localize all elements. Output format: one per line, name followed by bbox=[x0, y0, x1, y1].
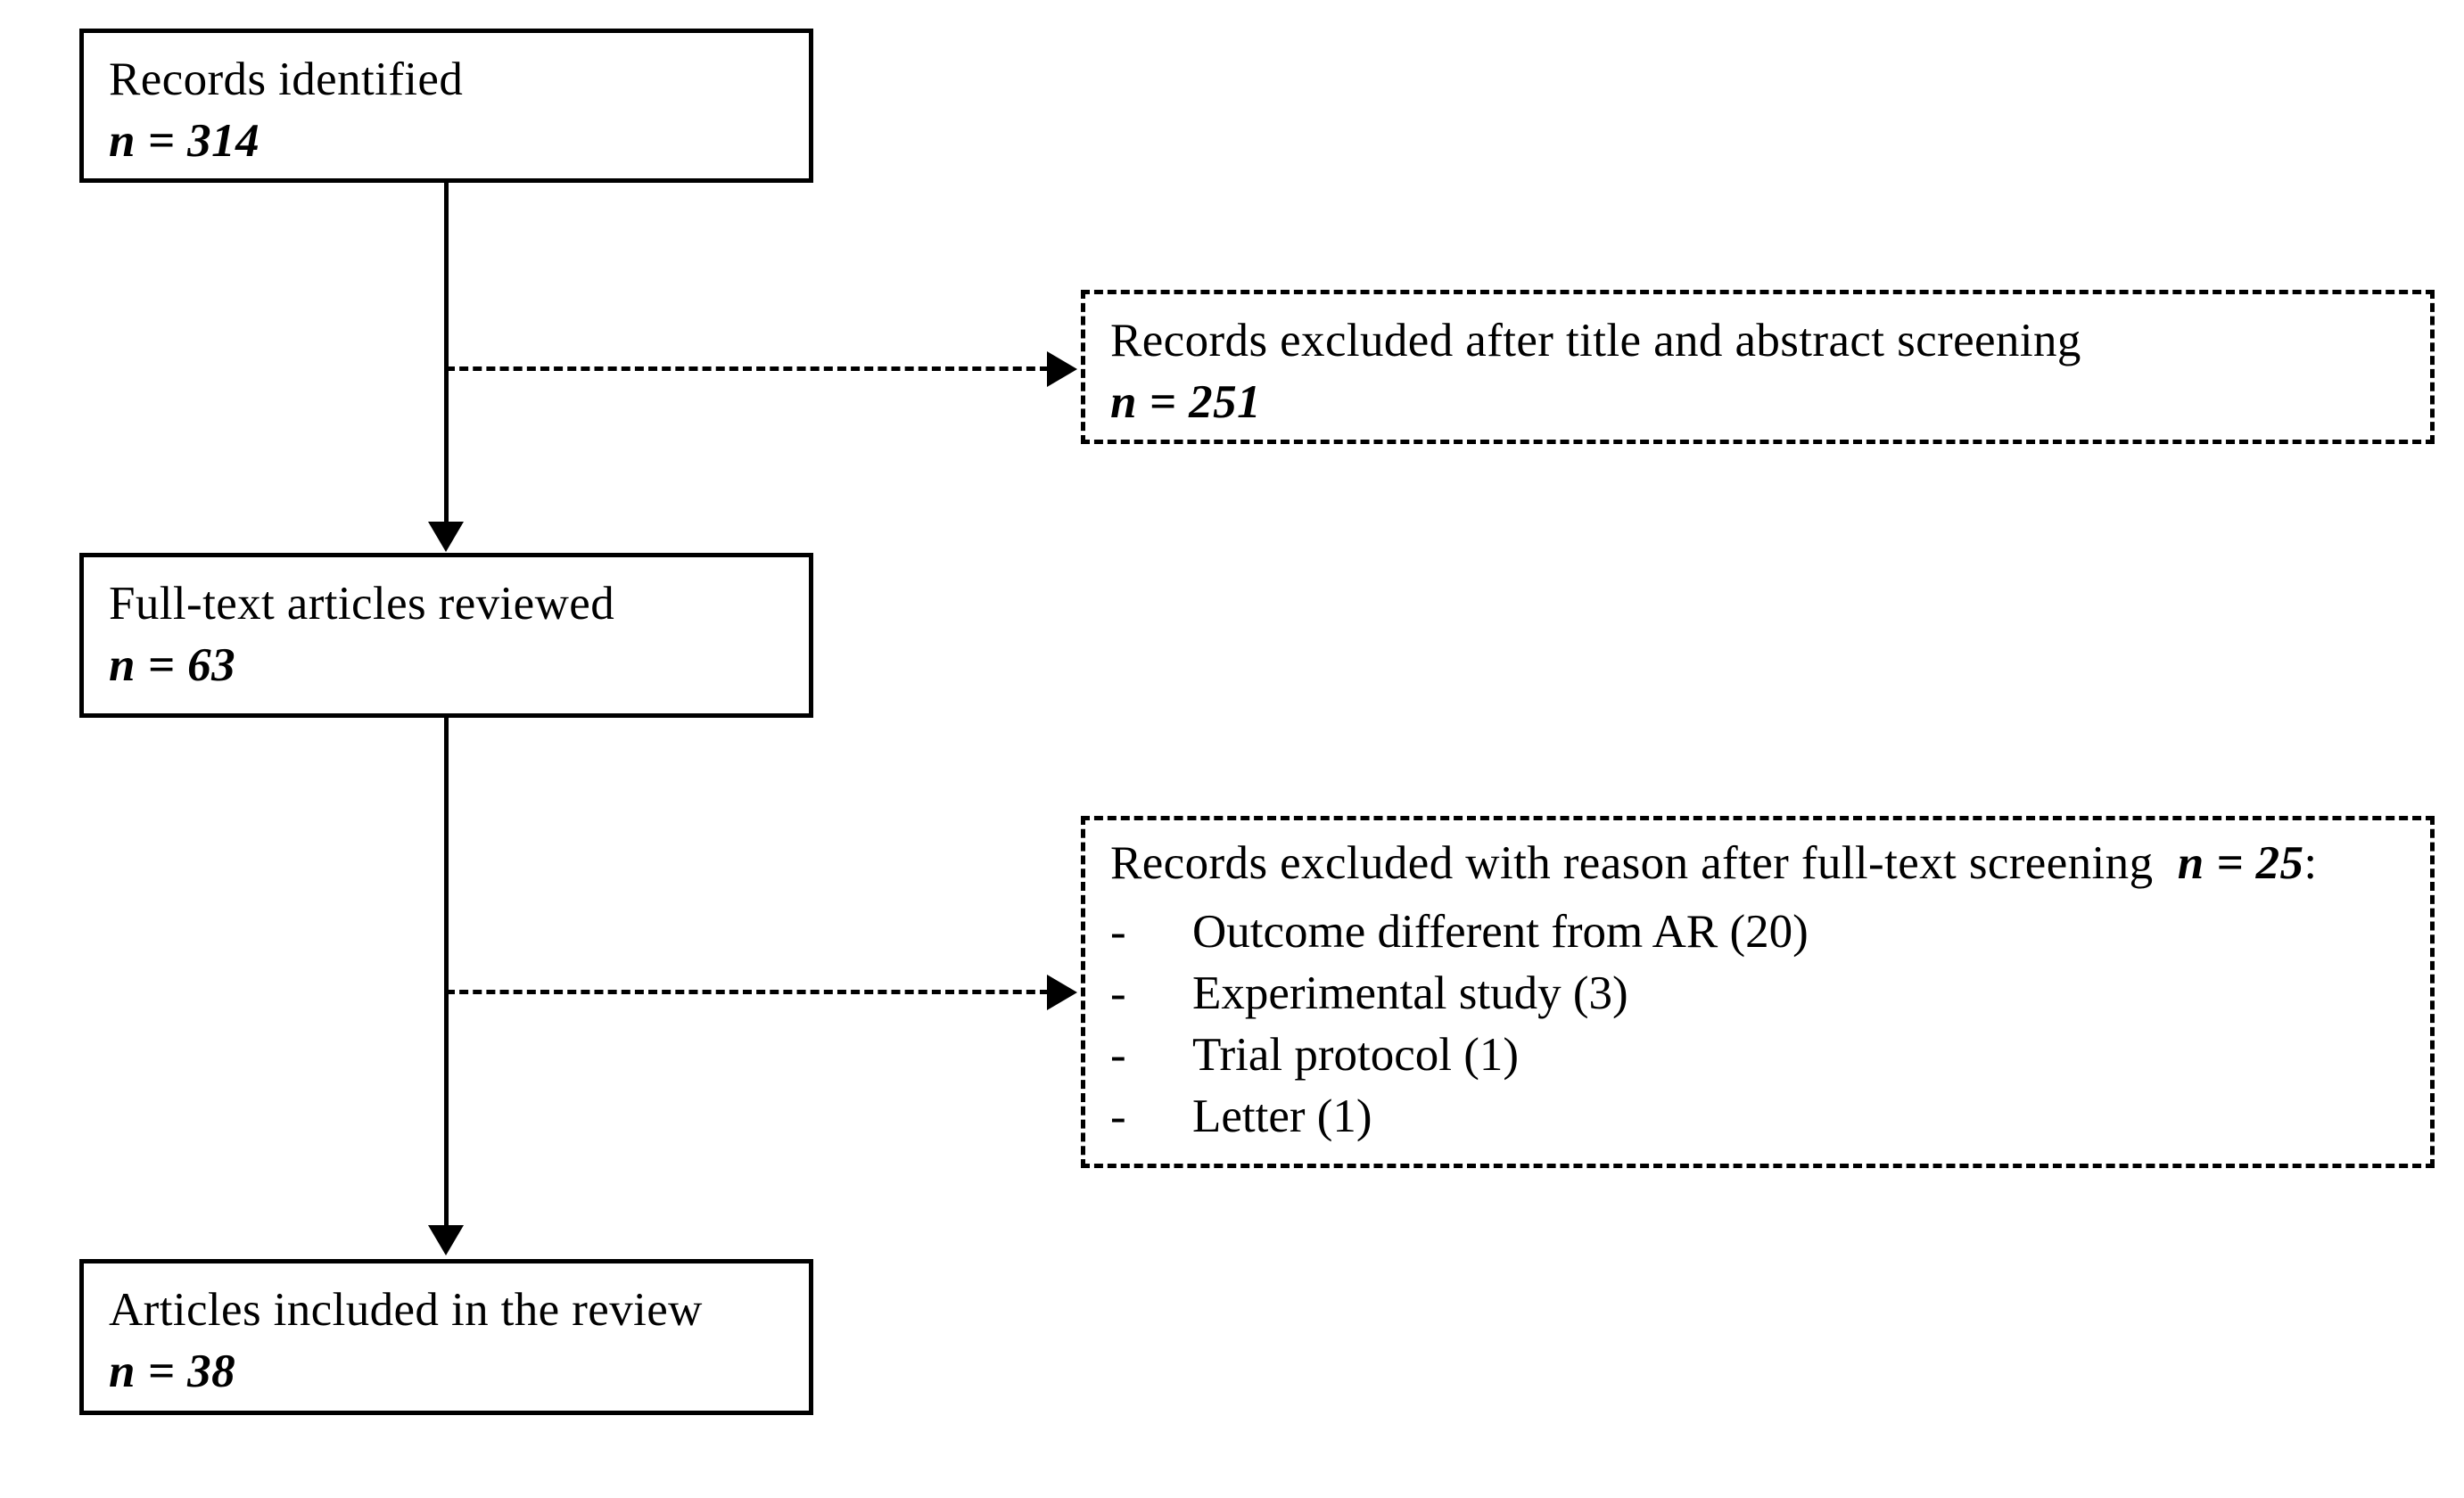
bullet-dash-icon: - bbox=[1110, 1090, 1126, 1142]
node-records-excluded-fulltext: Records excluded with reason after full-… bbox=[1081, 816, 2435, 1168]
connector-identified-to-fulltext bbox=[444, 183, 449, 523]
arrowhead-right-to-excluded-title-abstract bbox=[1047, 351, 1077, 387]
exclusion-reason-text: Experimental study (3) bbox=[1192, 967, 1628, 1019]
bullet-dash-icon: - bbox=[1110, 967, 1126, 1019]
records-excluded-fulltext-header: Records excluded with reason after full-… bbox=[1110, 833, 2418, 894]
records-identified-count: n = 314 bbox=[109, 114, 260, 167]
arrowhead-down-to-fulltext bbox=[428, 522, 464, 552]
bullet-dash-icon: - bbox=[1110, 1028, 1126, 1081]
records-identified-label: Records identified bbox=[109, 54, 464, 105]
records-excluded-title-abstract-count: n = 251 bbox=[1110, 375, 1262, 428]
articles-included-label: Articles included in the review bbox=[109, 1284, 703, 1336]
exclusion-reason-text: Trial protocol (1) bbox=[1192, 1028, 1520, 1081]
node-articles-included: Articles included in the review n = 38 bbox=[79, 1259, 813, 1415]
node-fulltext-articles-reviewed: Full-text articles reviewed n = 63 bbox=[79, 553, 813, 718]
exclusion-reason-text: Letter (1) bbox=[1192, 1090, 1372, 1142]
list-item: - Trial protocol (1) bbox=[1110, 1025, 2418, 1086]
arrowhead-right-to-excluded-fulltext bbox=[1047, 975, 1077, 1010]
bullet-dash-icon: - bbox=[1110, 905, 1126, 958]
records-excluded-title-abstract-label: Records excluded after title and abstrac… bbox=[1110, 315, 2081, 366]
articles-included-count: n = 38 bbox=[109, 1345, 236, 1397]
list-item: - Experimental study (3) bbox=[1110, 963, 2418, 1025]
list-item: - Letter (1) bbox=[1110, 1086, 2418, 1148]
connector-dashed-to-excluded-fulltext bbox=[446, 990, 1049, 994]
exclusion-reason-text: Outcome different from AR (20) bbox=[1192, 905, 1809, 958]
connector-dashed-to-excluded-title-abstract bbox=[446, 366, 1049, 371]
fulltext-articles-reviewed-count: n = 63 bbox=[109, 638, 236, 691]
exclusion-reason-list: - Outcome different from AR (20) - Exper… bbox=[1110, 901, 2418, 1148]
fulltext-articles-reviewed-label: Full-text articles reviewed bbox=[109, 578, 615, 630]
records-excluded-fulltext-header-count: n = 25 bbox=[2177, 837, 2304, 889]
records-excluded-fulltext-header-suffix: : bbox=[2303, 837, 2318, 889]
arrowhead-down-to-included bbox=[428, 1225, 464, 1255]
list-item: - Outcome different from AR (20) bbox=[1110, 901, 2418, 963]
node-records-excluded-title-abstract: Records excluded after title and abstrac… bbox=[1081, 290, 2435, 444]
records-excluded-fulltext-header-prefix: Records excluded with reason after full-… bbox=[1110, 837, 2154, 889]
node-records-identified: Records identified n = 314 bbox=[79, 29, 813, 183]
connector-fulltext-to-included bbox=[444, 718, 449, 1226]
